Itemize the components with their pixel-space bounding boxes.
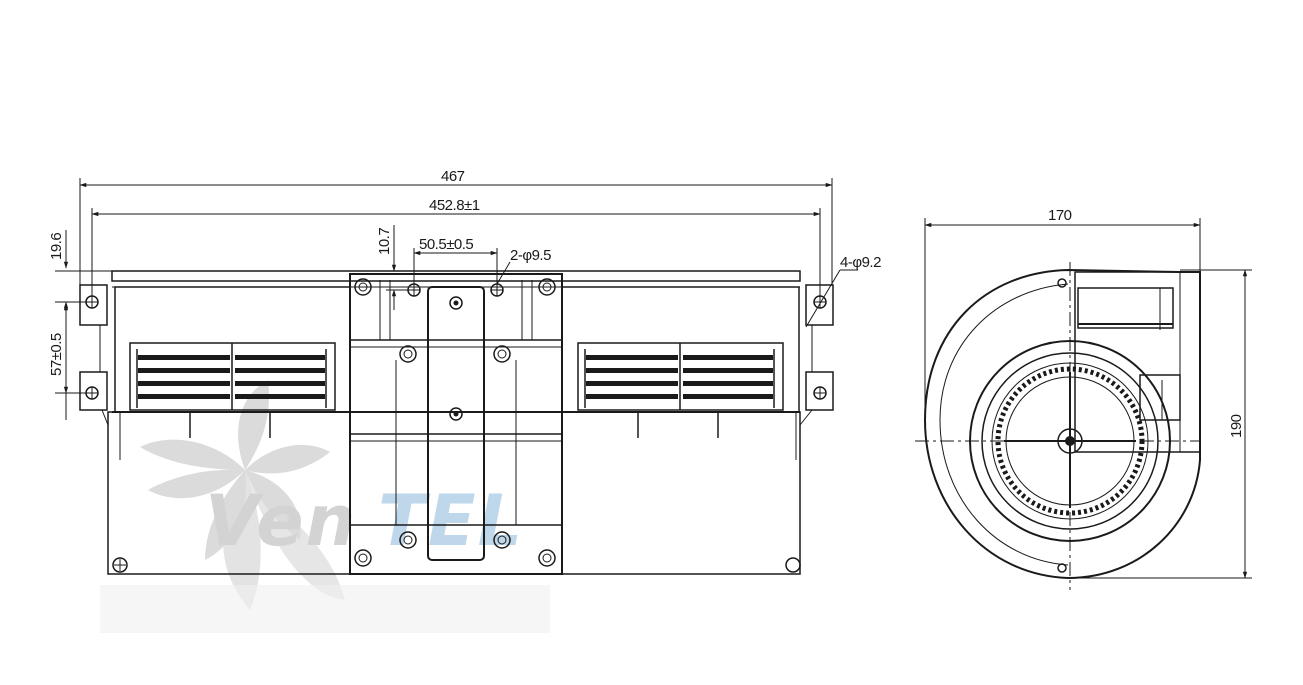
dim-overall-length: 467 bbox=[441, 168, 465, 185]
dim-side-height: 190 bbox=[1228, 414, 1245, 438]
center-hole-icon bbox=[407, 283, 504, 297]
front-view bbox=[55, 178, 858, 575]
right-grille bbox=[577, 342, 784, 411]
scroll-housing bbox=[923, 268, 1201, 580]
motor-bracket-plate bbox=[427, 286, 485, 561]
dim-side-width: 170 bbox=[1048, 207, 1072, 224]
dim-flange-offset: 10.7 bbox=[376, 228, 393, 255]
bolt-icon bbox=[112, 278, 801, 573]
dim-hole-spacing: 452.8±1 bbox=[429, 197, 480, 214]
watermark-text-right: TEL bbox=[378, 480, 524, 562]
dim-top-offset: 19.6 bbox=[48, 233, 65, 260]
motor-block bbox=[349, 273, 563, 575]
dim-flange-hole-spacing: 57±0.5 bbox=[48, 333, 65, 376]
dim-center-hole-spec: 2-φ9.5 bbox=[510, 247, 551, 264]
top-flange-plate bbox=[111, 270, 801, 282]
side-view bbox=[915, 218, 1252, 590]
watermark-fan-icon bbox=[140, 380, 345, 610]
left-mount-brackets bbox=[79, 284, 109, 426]
dim-center-holes: 50.5±0.5 bbox=[419, 236, 473, 253]
right-mount-brackets bbox=[799, 284, 834, 426]
outlet-box bbox=[1074, 271, 1201, 453]
dim-flange-hole-spec: 4-φ9.2 bbox=[840, 254, 881, 271]
watermark: Ven TEL bbox=[100, 380, 550, 633]
watermark-text-left: Ven bbox=[205, 480, 357, 562]
left-grille bbox=[129, 342, 336, 411]
